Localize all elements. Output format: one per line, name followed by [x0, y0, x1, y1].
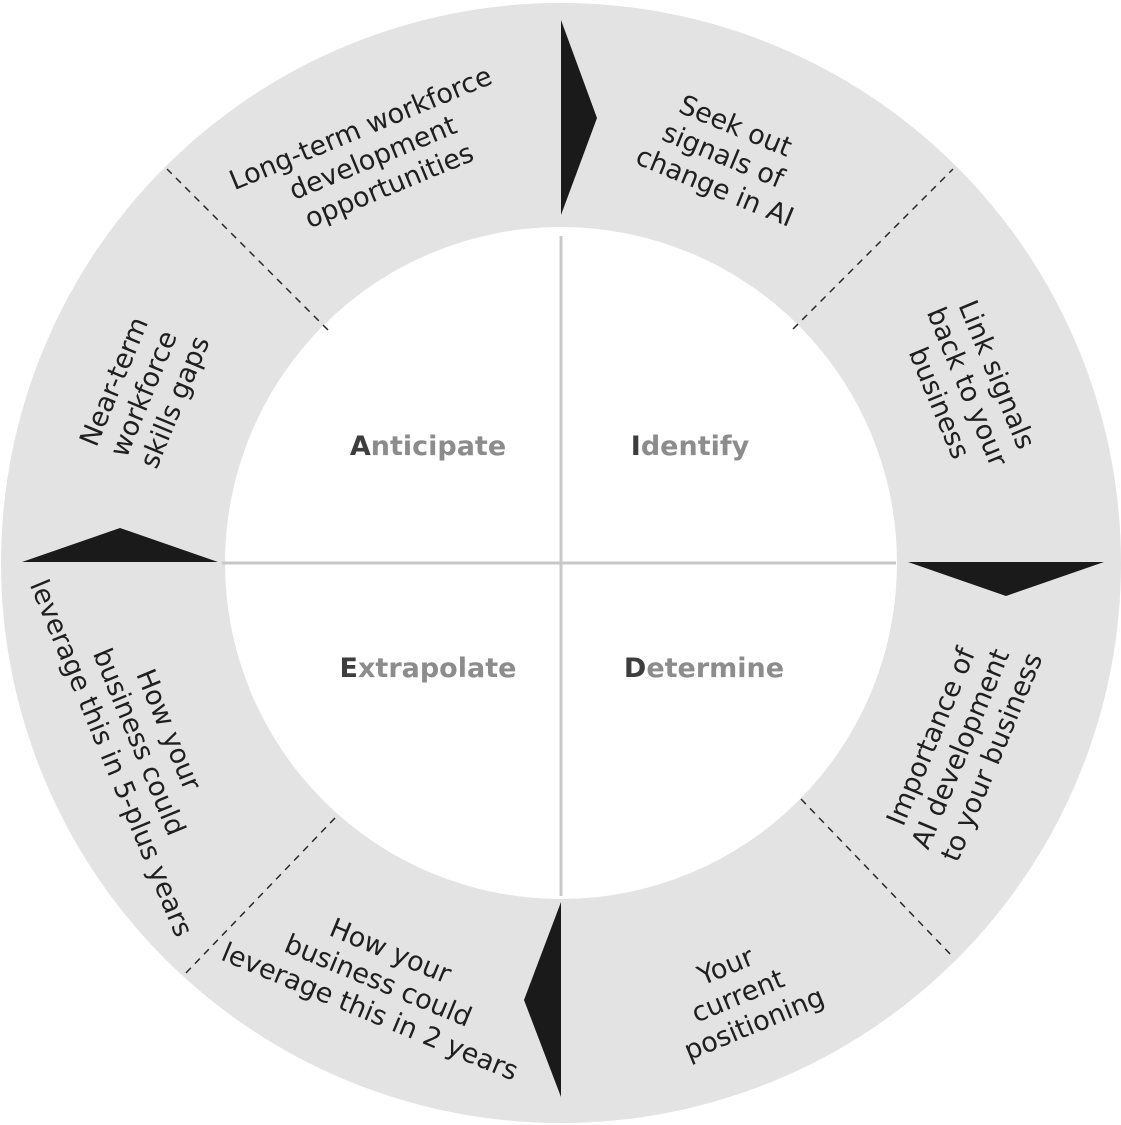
quadrant-label-extrapolate: Extrapolate: [340, 653, 517, 684]
quadrant-label-determine: Determine: [624, 653, 784, 684]
quadrant-initial: A: [350, 431, 371, 462]
quadrant-rest: etermine: [646, 653, 784, 684]
divider-bottom-left: [183, 817, 336, 976]
quadrant-rest: dentify: [641, 431, 750, 462]
quadrant-label-identify: Identify: [631, 431, 750, 462]
quadrant-rest: xtrapolate: [358, 653, 516, 684]
quadrant-initial: I: [631, 431, 641, 462]
divider-top-right: [792, 168, 954, 330]
quadrant-rest: nticipate: [371, 431, 506, 462]
arrow-right-icon: [561, 20, 597, 215]
quadrant-initial: E: [340, 653, 358, 684]
arrow-up-icon: [22, 528, 218, 562]
divider-bottom-right: [800, 798, 954, 958]
arrow-down-icon: [908, 562, 1104, 596]
quadrant-label-anticipate: Anticipate: [350, 431, 506, 462]
arrow-left-icon: [524, 902, 561, 1097]
quadrant-initial: D: [624, 653, 646, 684]
